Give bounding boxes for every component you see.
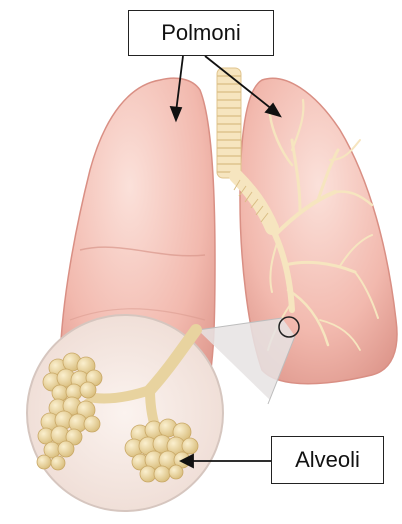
- lungs-label: Polmoni: [128, 10, 274, 56]
- trachea: [217, 68, 241, 178]
- alveoli-label: Alveoli: [271, 436, 384, 484]
